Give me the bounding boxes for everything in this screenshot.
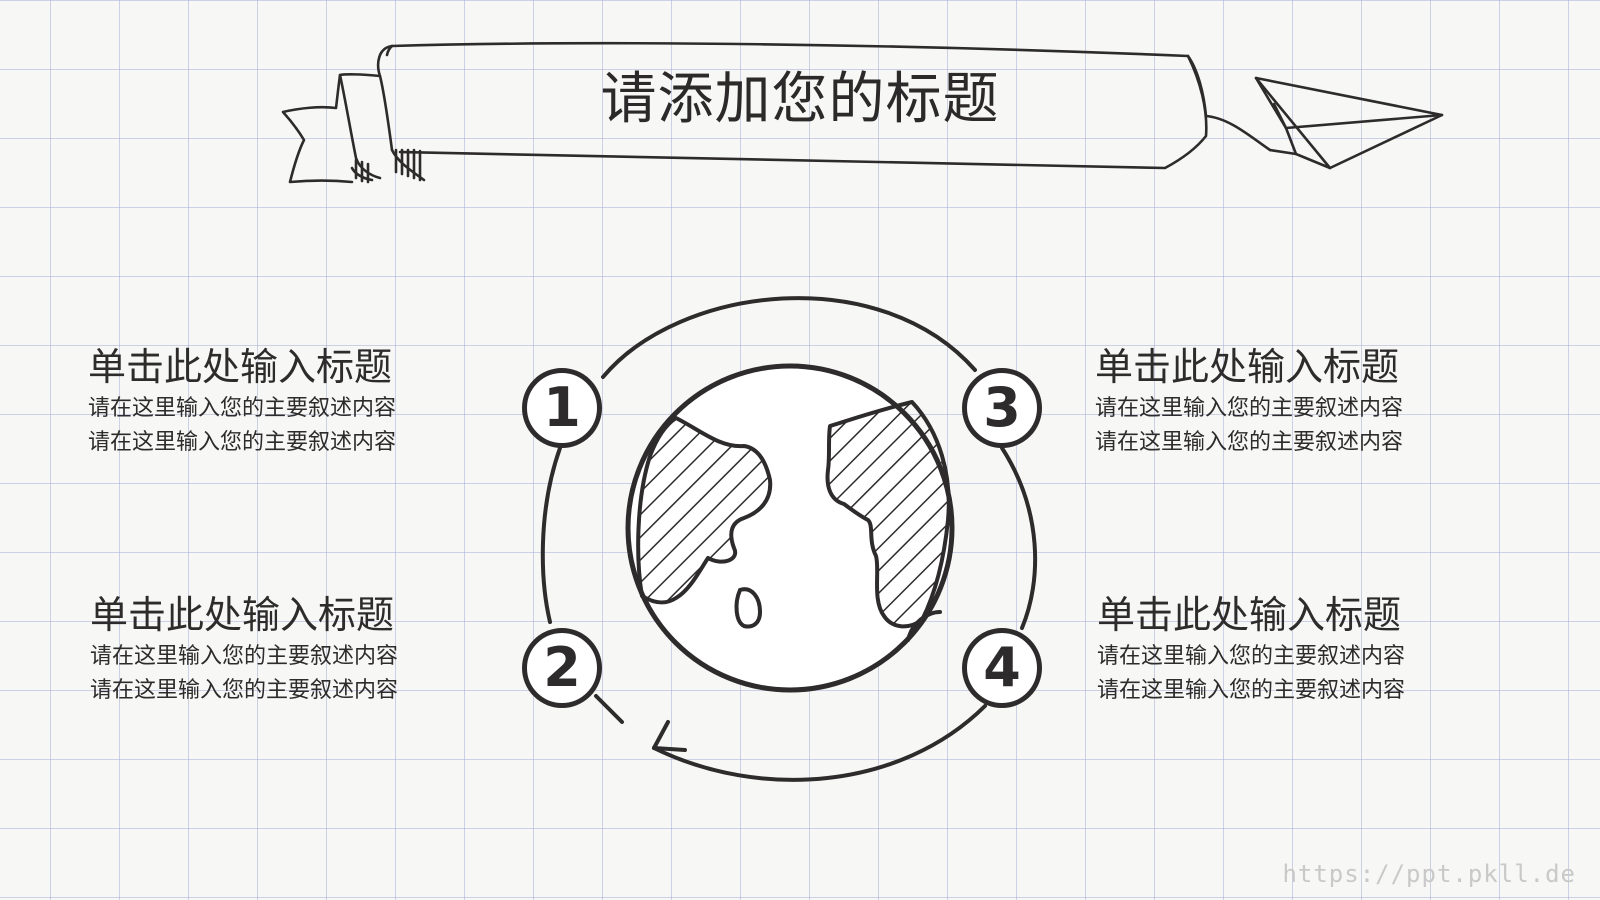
block-description-line[interactable]: 请在这里输入您的主要叙述内容 xyxy=(1097,644,1406,669)
block-heading[interactable]: 单击此处输入标题 xyxy=(90,593,395,637)
block-heading[interactable]: 单击此处输入标题 xyxy=(1097,593,1402,637)
text-block-4: 单击此处输入标题 请在这里输入您的主要叙述内容 请在这里输入您的主要叙述内容 xyxy=(1097,590,1477,708)
text-block-3: 单击此处输入标题 请在这里输入您的主要叙述内容 请在这里输入您的主要叙述内容 xyxy=(1095,342,1475,460)
block-heading[interactable]: 单击此处输入标题 xyxy=(88,345,393,389)
block-description-line[interactable]: 请在这里输入您的主要叙述内容 xyxy=(90,644,399,669)
block-description-line[interactable]: 请在这里输入您的主要叙述内容 xyxy=(88,430,397,455)
step-badge-3: 3 xyxy=(962,368,1042,448)
ribbon-banner-icon xyxy=(281,41,1272,184)
text-block-2: 单击此处输入标题 请在这里输入您的主要叙述内容 请在这里输入您的主要叙述内容 xyxy=(90,590,470,708)
text-block-1: 单击此处输入标题 请在这里输入您的主要叙述内容 请在这里输入您的主要叙述内容 xyxy=(88,342,468,460)
block-description-line[interactable]: 请在这里输入您的主要叙述内容 xyxy=(90,678,399,703)
cycle-arrow-icon xyxy=(540,296,1038,782)
watermark: https://ppt.pkll.de xyxy=(1282,860,1576,888)
block-description-line[interactable]: 请在这里输入您的主要叙述内容 xyxy=(1095,396,1404,421)
block-description-line[interactable]: 请在这里输入您的主要叙述内容 xyxy=(1097,678,1406,703)
step-badge-1: 1 xyxy=(522,368,602,448)
block-description-line[interactable]: 请在这里输入您的主要叙述内容 xyxy=(1095,430,1404,455)
paper-plane-icon xyxy=(1254,76,1444,170)
block-description-line[interactable]: 请在这里输入您的主要叙述内容 xyxy=(88,396,397,421)
step-badge-4: 4 xyxy=(962,628,1042,708)
step-badge-2: 2 xyxy=(522,628,602,708)
block-heading[interactable]: 单击此处输入标题 xyxy=(1095,345,1400,389)
globe-icon xyxy=(625,363,955,693)
page-title: 请添加您的标题 xyxy=(600,67,1000,132)
